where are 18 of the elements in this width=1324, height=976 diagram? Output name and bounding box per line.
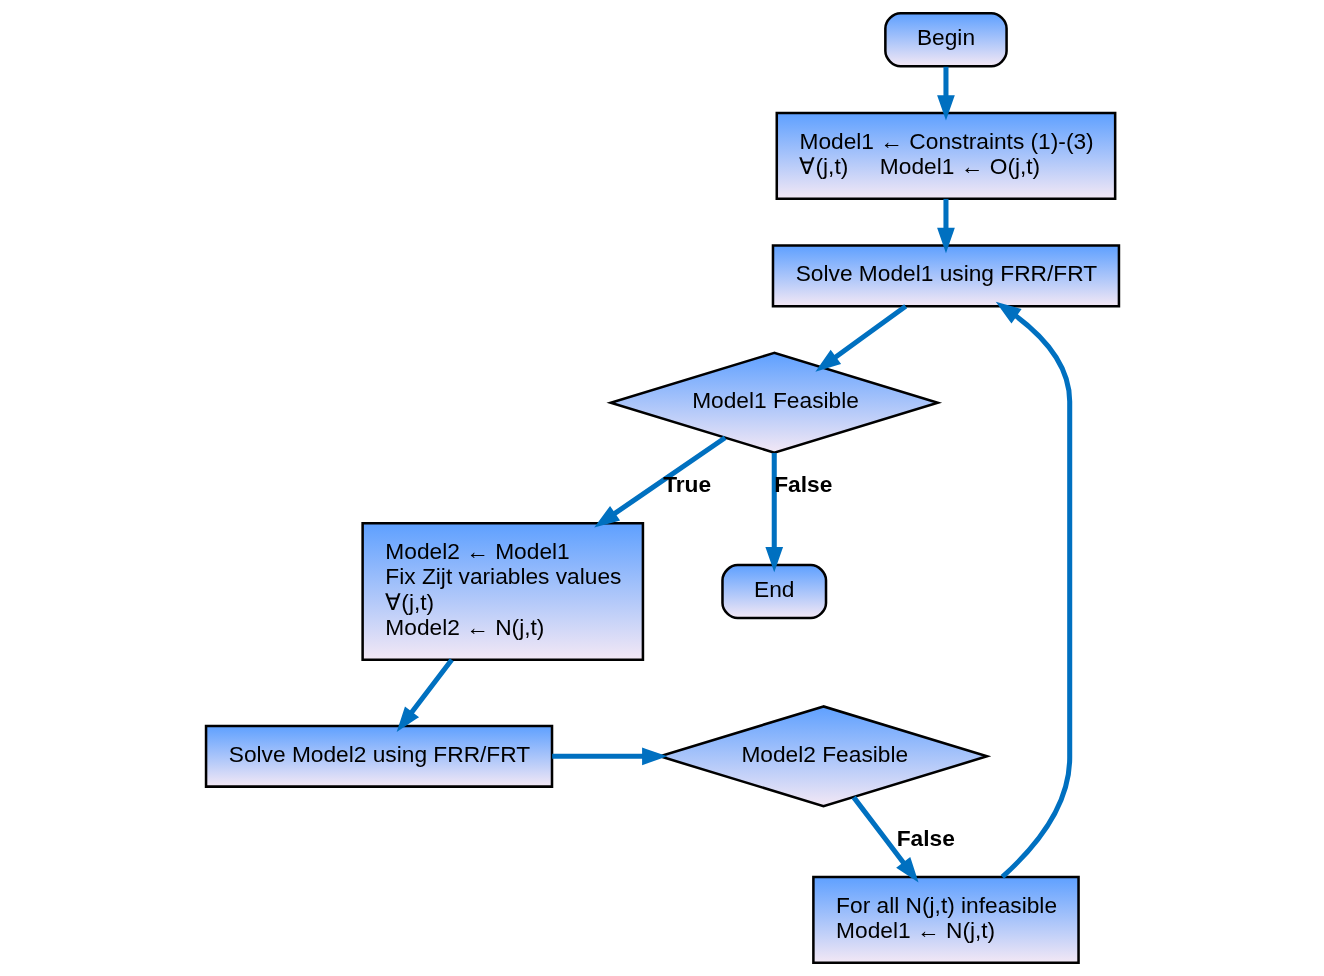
arrow — [396, 658, 454, 732]
arrow — [995, 301, 1072, 879]
node-box: Solve Model2 using FRR/FRT — [204, 724, 553, 788]
node-box: Begin — [883, 11, 1008, 68]
arrow — [936, 66, 955, 121]
arrow — [814, 304, 907, 372]
arrow — [593, 435, 726, 528]
node-box: End — [720, 563, 827, 620]
edge-label: True — [662, 471, 711, 498]
node-box: Solve Model1 using FRR/FRT — [771, 244, 1120, 308]
arrow — [551, 747, 667, 766]
edge-label: False — [896, 824, 955, 851]
arrow — [936, 198, 955, 254]
arrow — [851, 795, 918, 883]
arrow — [764, 452, 783, 573]
node-box: For all N(j,t) infeasible Model1 ← N(j,t) — [811, 875, 1080, 965]
node-box: Model1 ← Constraints (1)-(3) ∀(j,t) Model1 ← O(j,t) — [775, 111, 1116, 201]
node-box: Model2 ← Model1 Fix Zijt variables values ∀(j,t) Model2 ← N(j,t) — [360, 522, 644, 661]
